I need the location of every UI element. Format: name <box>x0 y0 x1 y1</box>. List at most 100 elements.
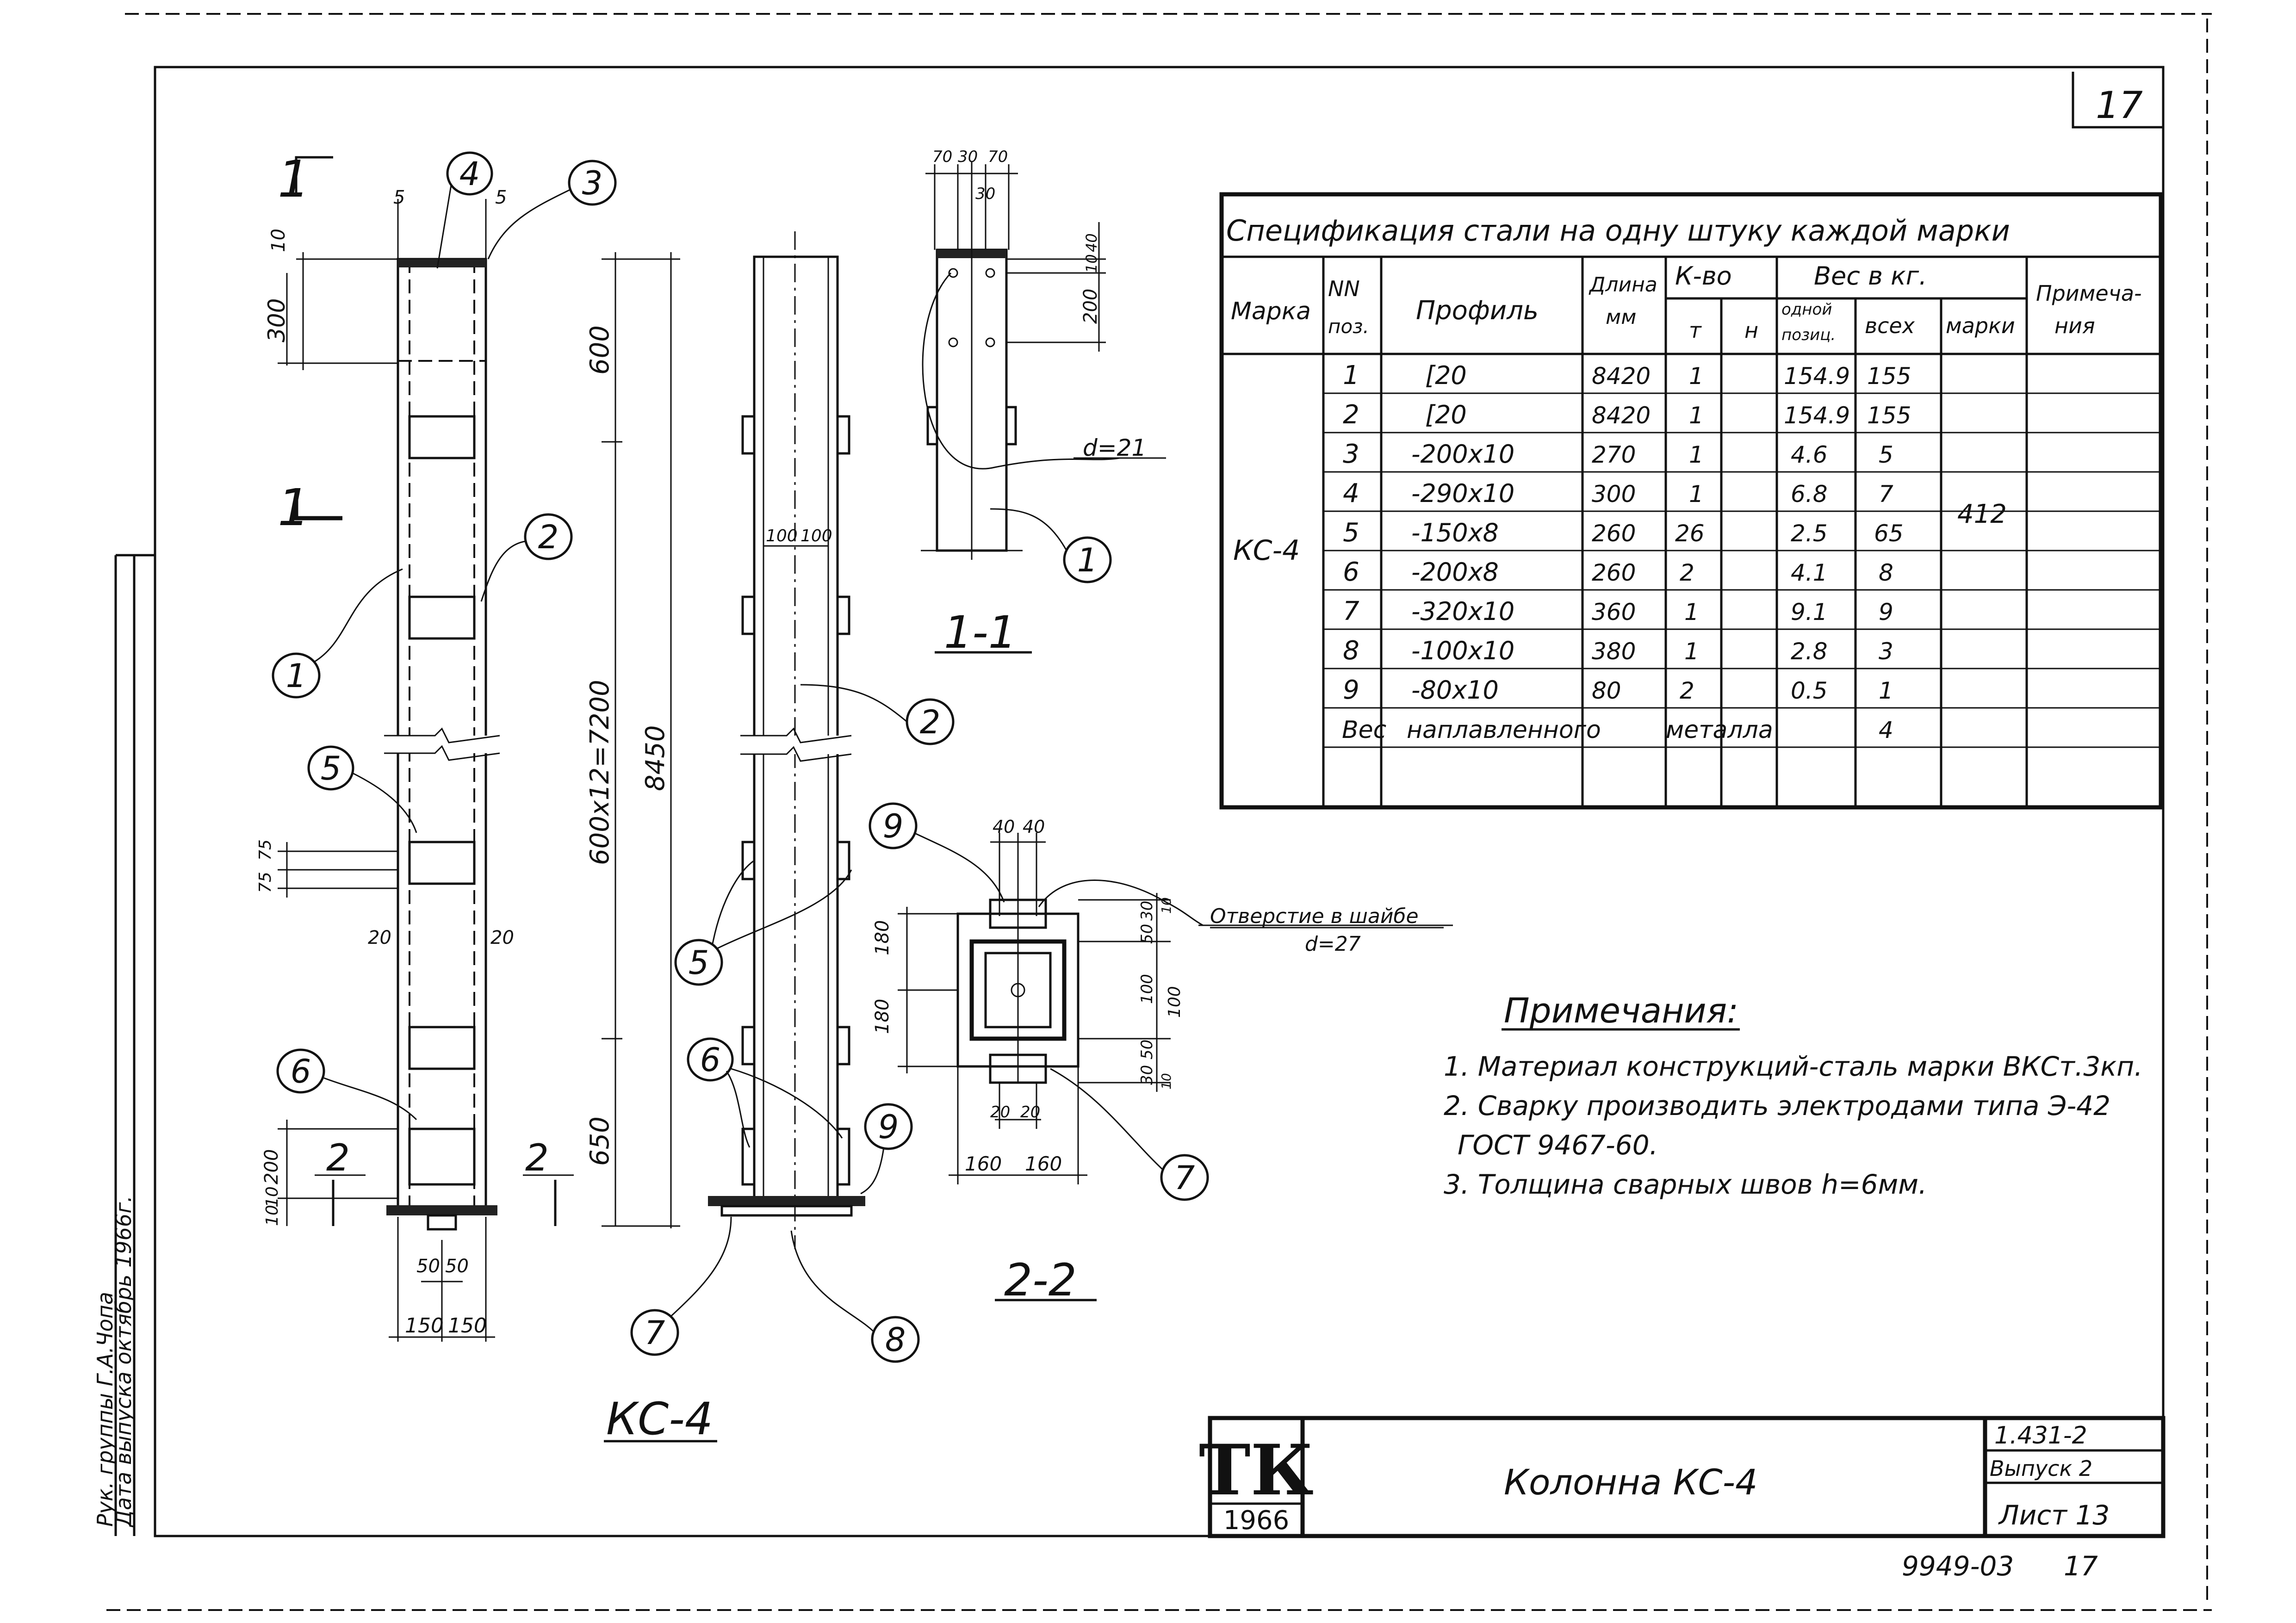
spec-h-one2: позиц. <box>1781 326 1836 344</box>
spec-row: 1 [20 8420 1 154.9 155 <box>1343 360 1911 390</box>
spec-h-pos2: поз. <box>1328 315 1369 338</box>
dim-650: 650 <box>585 1116 615 1166</box>
svg-text:270: 270 <box>1592 441 1636 468</box>
section-label-2-2: 2-2 <box>1004 1254 1077 1306</box>
note-1: 1. Материал конструкций-сталь марки ВКСт… <box>1444 1051 2143 1082</box>
dim-600x12: 600x12=7200 <box>585 680 615 865</box>
sec11-70a: 70 <box>932 148 952 166</box>
svg-text:1: 1 <box>1343 360 1359 390</box>
svg-text:1: 1 <box>1689 441 1704 468</box>
spec-h-pos1: NN <box>1328 276 1360 301</box>
svg-text:-290x10: -290x10 <box>1411 479 1514 508</box>
svg-text:2: 2 <box>1680 677 1694 704</box>
svg-text:65: 65 <box>1874 520 1904 547</box>
svg-text:-80x10: -80x10 <box>1411 675 1499 705</box>
dim-150b: 150 <box>448 1314 487 1338</box>
svg-text:6: 6 <box>700 1041 721 1079</box>
callout-5-side: 5 <box>674 860 852 986</box>
weld-label-b: наплавленного <box>1407 716 1601 744</box>
svg-text:2: 2 <box>1680 559 1694 586</box>
note-2: 2. Сварку производить электродами типа Э… <box>1444 1090 2110 1121</box>
sec22-20a: 20 <box>990 1103 1010 1121</box>
spec-h-weight: Вес в кг. <box>1814 261 1927 291</box>
callout-2-main: 2 <box>480 513 573 602</box>
callout-7-sec22: 7 <box>1050 1068 1209 1201</box>
bottom-code: 9949-03 <box>1902 1550 2014 1582</box>
dim-10c: 10 <box>263 1186 282 1208</box>
spec-row: 9 -80x10 80 2 0.5 1 <box>1343 675 1893 705</box>
svg-text:-200x8: -200x8 <box>1411 558 1499 587</box>
svg-text:1: 1 <box>1689 363 1704 390</box>
weld-label-c: металла <box>1666 716 1773 744</box>
svg-text:80: 80 <box>1592 677 1621 704</box>
section-2-2 <box>898 833 1453 1184</box>
svg-text:26: 26 <box>1675 520 1705 547</box>
svg-text:380: 380 <box>1592 638 1636 665</box>
svg-text:9: 9 <box>878 1108 899 1146</box>
svg-text:154.9: 154.9 <box>1784 363 1850 390</box>
dim-10b: 10 <box>263 1205 282 1226</box>
svg-text:1: 1 <box>1684 599 1699 626</box>
elevation-kc4 <box>278 156 680 1342</box>
spec-row: 2 [20 8420 1 154.9 155 <box>1343 400 1911 430</box>
svg-text:4: 4 <box>459 155 480 193</box>
svg-text:8420: 8420 <box>1592 363 1651 390</box>
issue-number: Выпуск 2 <box>1990 1456 2092 1481</box>
cut2-left: 2 <box>326 1136 350 1179</box>
sec22-30a: 30 <box>1138 901 1156 921</box>
spec-row: 6 -200x8 260 2 4.1 8 <box>1343 557 1893 587</box>
dim-5b: 5 <box>495 187 507 208</box>
svg-text:8: 8 <box>1343 636 1359 666</box>
svg-text:1: 1 <box>1684 638 1699 665</box>
svg-text:3: 3 <box>1343 439 1359 469</box>
dim-300: 300 <box>263 298 290 342</box>
sec22-40a: 40 <box>993 817 1015 837</box>
spec-h-len2: мм <box>1606 305 1636 329</box>
sec22-100: 100 <box>1138 974 1156 1004</box>
svg-text:2: 2 <box>1343 400 1359 430</box>
section-1-1 <box>921 162 1166 560</box>
svg-text:1: 1 <box>1077 541 1098 579</box>
drawing-frame <box>154 66 2165 1537</box>
svg-text:-100x10: -100x10 <box>1411 636 1514 665</box>
dim-c100a: 100 <box>766 527 798 545</box>
side-stamp: Рук. группы Г.А.Чопа Дата выпуска октябр… <box>93 554 155 1536</box>
svg-text:7: 7 <box>1343 596 1359 626</box>
dim-20b: 20 <box>490 927 514 948</box>
spec-title: Спецификация стали на одну штуку каждой … <box>1226 214 2010 248</box>
spec-h-n: н <box>1744 318 1758 343</box>
callout-7-side: 7 <box>630 1216 732 1356</box>
callout-1-sec11: 1 <box>990 508 1112 583</box>
callout-5-main: 5 <box>307 745 417 833</box>
dim-200: 200 <box>261 1149 282 1184</box>
sec11-200: 200 <box>1080 289 1101 324</box>
sec22-10a: 10 <box>1159 897 1174 914</box>
svg-text:1: 1 <box>1879 677 1893 704</box>
callout-2-side: 2 <box>800 684 955 745</box>
sec22-40b: 40 <box>1023 817 1045 837</box>
bottom-sheet: 17 <box>2064 1550 2098 1582</box>
svg-text:2.8: 2.8 <box>1791 638 1828 665</box>
svg-text:8420: 8420 <box>1592 402 1651 429</box>
svg-text:3: 3 <box>582 164 603 202</box>
svg-text:2: 2 <box>538 518 559 556</box>
callout-4: 4 <box>436 151 493 269</box>
svg-text:154.9: 154.9 <box>1784 402 1850 429</box>
cut2-right: 2 <box>525 1136 549 1179</box>
hole-d21: d=21 <box>1083 434 1146 461</box>
svg-text:5: 5 <box>689 944 709 982</box>
title-block <box>1208 1416 2166 1538</box>
spec-row: 4 -290x10 300 1 6.8 7 <box>1343 478 1893 508</box>
weld-label-a: Вес <box>1342 716 1386 744</box>
spec-h-qty: К-во <box>1675 261 1732 291</box>
spec-h-one1: одной <box>1781 300 1832 319</box>
cut1-top: 1 <box>278 149 310 209</box>
series-number: 1.431-2 <box>1994 1422 2087 1450</box>
sec11-70b: 70 <box>988 148 1008 166</box>
callout-9-sec22: 9 <box>869 802 1005 903</box>
spec-row: 5 -150x8 260 26 2.5 65 <box>1343 518 1903 548</box>
spec-h-t: т <box>1689 318 1702 343</box>
spec-mark-value: КС-4 <box>1233 534 1300 567</box>
sec22-180a: 180 <box>872 920 893 955</box>
